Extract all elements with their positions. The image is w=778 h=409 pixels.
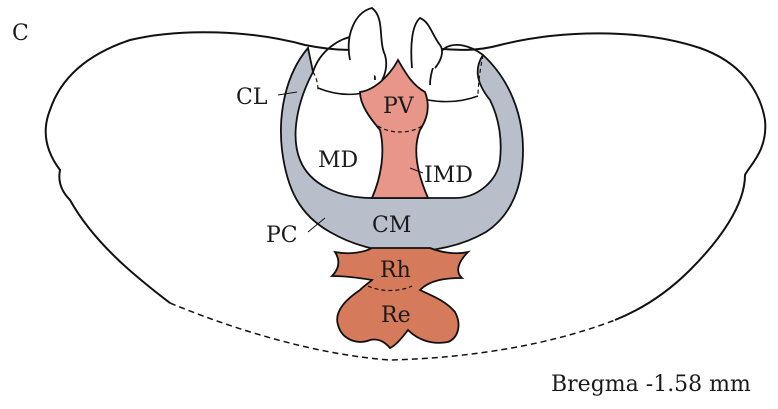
label-imd: IMD: [424, 163, 473, 188]
bregma-label: Bregma -1.58 mm: [551, 372, 751, 397]
right-md-inner-line: [428, 96, 478, 102]
label-cl: CL: [236, 85, 268, 110]
midline-salmon-column: [360, 60, 428, 198]
left-md-dash: [313, 72, 318, 92]
panel-letter: C: [12, 21, 29, 46]
label-cm: CM: [372, 213, 411, 238]
midline-top-left: [349, 8, 387, 80]
label-pc: PC: [266, 223, 298, 248]
label-md: MD: [318, 148, 358, 173]
label-pv: PV: [383, 94, 415, 119]
label-rh: Rh: [380, 258, 411, 283]
label-re: Re: [381, 303, 411, 328]
midline-top-right: [411, 18, 442, 68]
